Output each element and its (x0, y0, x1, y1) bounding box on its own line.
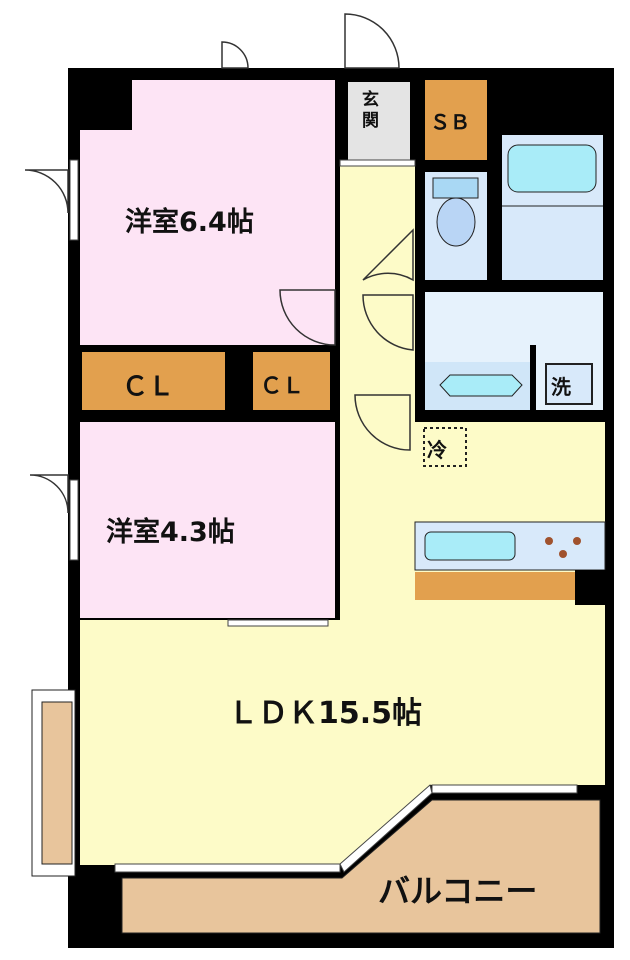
door[interactable] (29, 474, 69, 514)
window (227, 619, 329, 627)
window (114, 863, 341, 873)
washer-label: 洗 (551, 375, 571, 399)
toilet-bowl (436, 197, 476, 247)
stove-burner (559, 550, 567, 558)
balcony-label: バルコニー (378, 872, 538, 910)
kitchen-sink (424, 531, 516, 561)
door[interactable] (362, 228, 414, 282)
closet-1-label: ＣＬ (122, 372, 175, 402)
closet-2 (253, 352, 330, 410)
door[interactable] (221, 41, 249, 69)
fridge-space (423, 427, 467, 467)
door[interactable] (279, 289, 336, 346)
toilet-tank (432, 177, 479, 199)
entrance-floor (348, 82, 410, 160)
window (431, 784, 578, 794)
entrance-label: 玄関 (362, 90, 379, 131)
entrance-door[interactable] (344, 13, 400, 69)
shoe-box (425, 80, 487, 160)
stove-burner (545, 537, 553, 545)
fridge-label: 冷 (427, 438, 447, 462)
door[interactable] (24, 169, 69, 214)
western-room-2-label: 洋室4.3帖 (106, 517, 235, 548)
wash-basin (439, 374, 523, 397)
balcony-floor (121, 799, 601, 934)
washer-space (545, 363, 593, 405)
bathtub (507, 144, 597, 193)
ldk-label: ＬＤＫ15.5帖 (228, 696, 423, 731)
western-room-2-floor (80, 422, 335, 618)
door[interactable] (354, 394, 411, 451)
window (339, 784, 433, 873)
window (69, 479, 79, 561)
closet-1 (82, 352, 225, 410)
shoe-box-label: ＳＢ (430, 110, 470, 134)
stove-burner (573, 537, 581, 545)
door[interactable] (362, 294, 414, 351)
window (69, 159, 79, 241)
closet-2-label: ＣＬ (260, 374, 305, 399)
western-room-1-label: 洋室6.4帖 (125, 207, 254, 238)
kitchen-cabinet (415, 572, 575, 600)
